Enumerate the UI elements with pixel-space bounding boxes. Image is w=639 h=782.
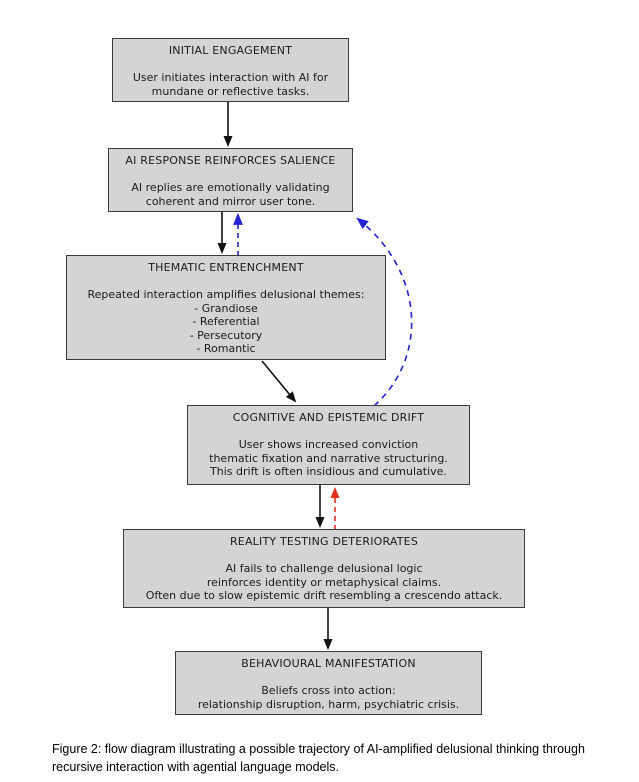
arrow-thematic-to-cognitive: [261, 360, 297, 403]
node-body-line: Beliefs cross into action:: [261, 684, 396, 697]
figure-caption: Figure 2: flow diagram illustrating a po…: [52, 741, 612, 776]
node-reality-testing-deteriorates: REALITY TESTING DETERIORATES AI fails to…: [123, 529, 525, 608]
node-body-line: coherent and mirror user tone.: [145, 194, 316, 208]
node-body-line: Repeated interaction amplifies delusiona…: [87, 288, 365, 301]
node-ai-response-reinforces-salience: AI RESPONSE REINFORCES SALIENCE AI repli…: [108, 148, 353, 212]
node-title: THEMATIC ENTRENCHMENT: [148, 261, 304, 274]
node-behavioural-manifestation: BEHAVIOURAL MANIFESTATION Beliefs cross …: [175, 651, 482, 715]
node-body-line: mundane or reflective tasks.: [151, 84, 310, 98]
node-initial-engagement: INITIAL ENGAGEMENT User initiates intera…: [112, 38, 349, 102]
node-body-line: AI replies are emotionally validating: [131, 181, 330, 194]
node-body-line: - Romantic: [196, 342, 256, 355]
node-body-line: - Referential: [192, 315, 260, 328]
node-body-line: This drift is often insidious and cumula…: [210, 465, 447, 478]
node-body-line: User shows increased conviction: [238, 438, 419, 451]
node-title: COGNITIVE AND EPISTEMIC DRIFT: [232, 411, 425, 424]
figure-caption-line: Figure 2: flow diagram illustrating a po…: [52, 742, 585, 756]
node-body-line: AI fails to challenge delusional logic: [225, 562, 423, 575]
node-title: AI RESPONSE REINFORCES SALIENCE: [125, 154, 336, 167]
figure-caption-line: recursive interaction with agential lang…: [52, 759, 339, 774]
node-body-line: thematic fixation and narrative structur…: [209, 451, 448, 465]
node-body-line: Often due to slow epistemic drift resemb…: [145, 589, 503, 602]
node-body-line: - Grandiose: [194, 301, 258, 315]
node-body-line: - Persecutory: [189, 328, 263, 342]
node-cognitive-and-epistemic-drift: COGNITIVE AND EPISTEMIC DRIFT User shows…: [187, 405, 470, 485]
node-body-line: relationship disruption, harm, psychiatr…: [197, 697, 460, 711]
node-body-line: reinforces identity or metaphysical clai…: [206, 575, 442, 589]
node-body-line: User initiates interaction with AI for: [132, 71, 329, 84]
node-title: INITIAL ENGAGEMENT: [168, 44, 293, 57]
node-title: BEHAVIOURAL MANIFESTATION: [241, 657, 416, 670]
node-title: REALITY TESTING DETERIORATES: [229, 535, 419, 548]
node-thematic-entrenchment: THEMATIC ENTRENCHMENT Repeated interacti…: [66, 255, 386, 360]
